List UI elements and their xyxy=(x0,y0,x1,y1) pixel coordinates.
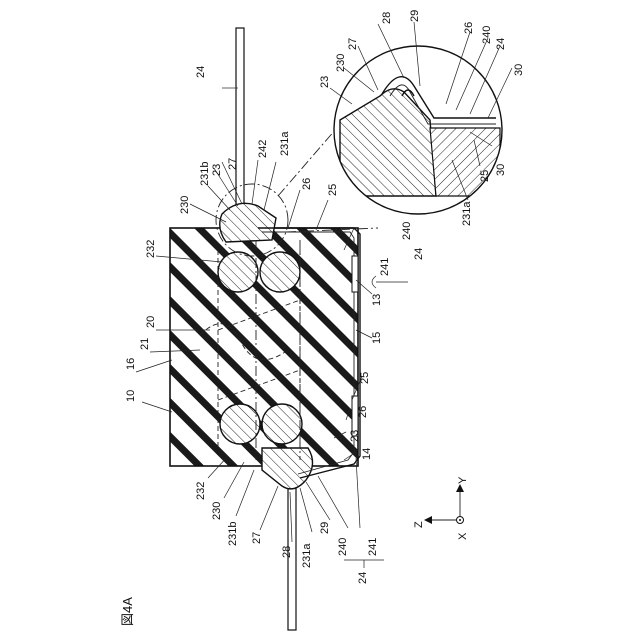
detail-view xyxy=(330,40,510,220)
label-26-bottom: 26 xyxy=(357,406,369,418)
label-25-top: 25 xyxy=(327,184,339,196)
axis-label-x: X xyxy=(457,532,469,540)
coil-section-3 xyxy=(220,404,260,444)
label-231a-bottom: 231a xyxy=(301,543,313,568)
label-20: 20 xyxy=(145,316,157,328)
label-24-brace-bottom: 24 xyxy=(357,572,369,584)
detail-label-28: 28 xyxy=(381,12,393,24)
detail-label-231a: 231a xyxy=(461,201,473,226)
label-232-bottom: 232 xyxy=(195,482,207,500)
label-16: 16 xyxy=(125,358,137,370)
label-25-bottom: 25 xyxy=(359,372,371,384)
brace-bottom xyxy=(344,560,384,568)
axis-label-y: Y xyxy=(457,476,469,484)
label-27-bottom: 27 xyxy=(251,532,263,544)
terminal-tab-13 xyxy=(352,256,358,292)
detail-label-30a: 30 xyxy=(513,64,525,76)
label-231b-bottom: 231b xyxy=(227,522,239,546)
detail-label-29: 29 xyxy=(409,10,421,22)
label-240-bottom: 240 xyxy=(337,538,349,556)
coil-section-2 xyxy=(260,252,300,292)
label-24-top: 24 xyxy=(195,66,207,78)
axes-indicator: Y Z X xyxy=(413,476,469,540)
brace-top xyxy=(372,276,408,288)
detail-label-26: 26 xyxy=(463,22,475,34)
detail-label-25: 25 xyxy=(479,170,491,182)
detail-label-27: 27 xyxy=(347,38,359,50)
coil-section-1 xyxy=(218,252,258,292)
label-27-top: 27 xyxy=(227,158,239,170)
detail-label-23: 23 xyxy=(319,76,331,88)
label-26-top: 26 xyxy=(301,178,313,190)
figure-caption: 図4A xyxy=(120,597,135,626)
label-10: 10 xyxy=(125,390,137,402)
label-29-bottom: 29 xyxy=(319,522,331,534)
label-242: 242 xyxy=(257,140,269,158)
label-230-top: 230 xyxy=(179,196,191,214)
label-240-top: 240 xyxy=(401,222,413,240)
label-231b-top: 231b xyxy=(199,162,211,186)
detail-label-24: 24 xyxy=(495,38,507,50)
coil-section-4 xyxy=(262,404,302,444)
label-23-top: 23 xyxy=(211,164,223,176)
terminal-head-top xyxy=(220,203,276,242)
label-232-top: 232 xyxy=(145,240,157,258)
label-23-bottom: 23 xyxy=(349,430,361,442)
label-14: 14 xyxy=(361,448,373,460)
label-241-top: 241 xyxy=(379,258,391,276)
label-230-bottom: 230 xyxy=(211,502,223,520)
axis-label-z: Z xyxy=(413,521,425,528)
detail-label-30b: 30 xyxy=(495,164,507,176)
detail-label-230: 230 xyxy=(335,54,347,72)
label-241-bottom: 241 xyxy=(367,538,379,556)
terminal-head-bottom xyxy=(262,448,313,489)
label-231a-top: 231a xyxy=(279,131,291,156)
label-24-brace-top: 24 xyxy=(413,248,425,260)
label-28-bottom: 28 xyxy=(281,546,293,558)
lead-wire-top xyxy=(236,28,244,228)
label-15: 15 xyxy=(371,332,383,344)
label-21: 21 xyxy=(139,338,151,350)
label-13: 13 xyxy=(371,294,383,306)
detail-label-240: 240 xyxy=(481,26,493,44)
